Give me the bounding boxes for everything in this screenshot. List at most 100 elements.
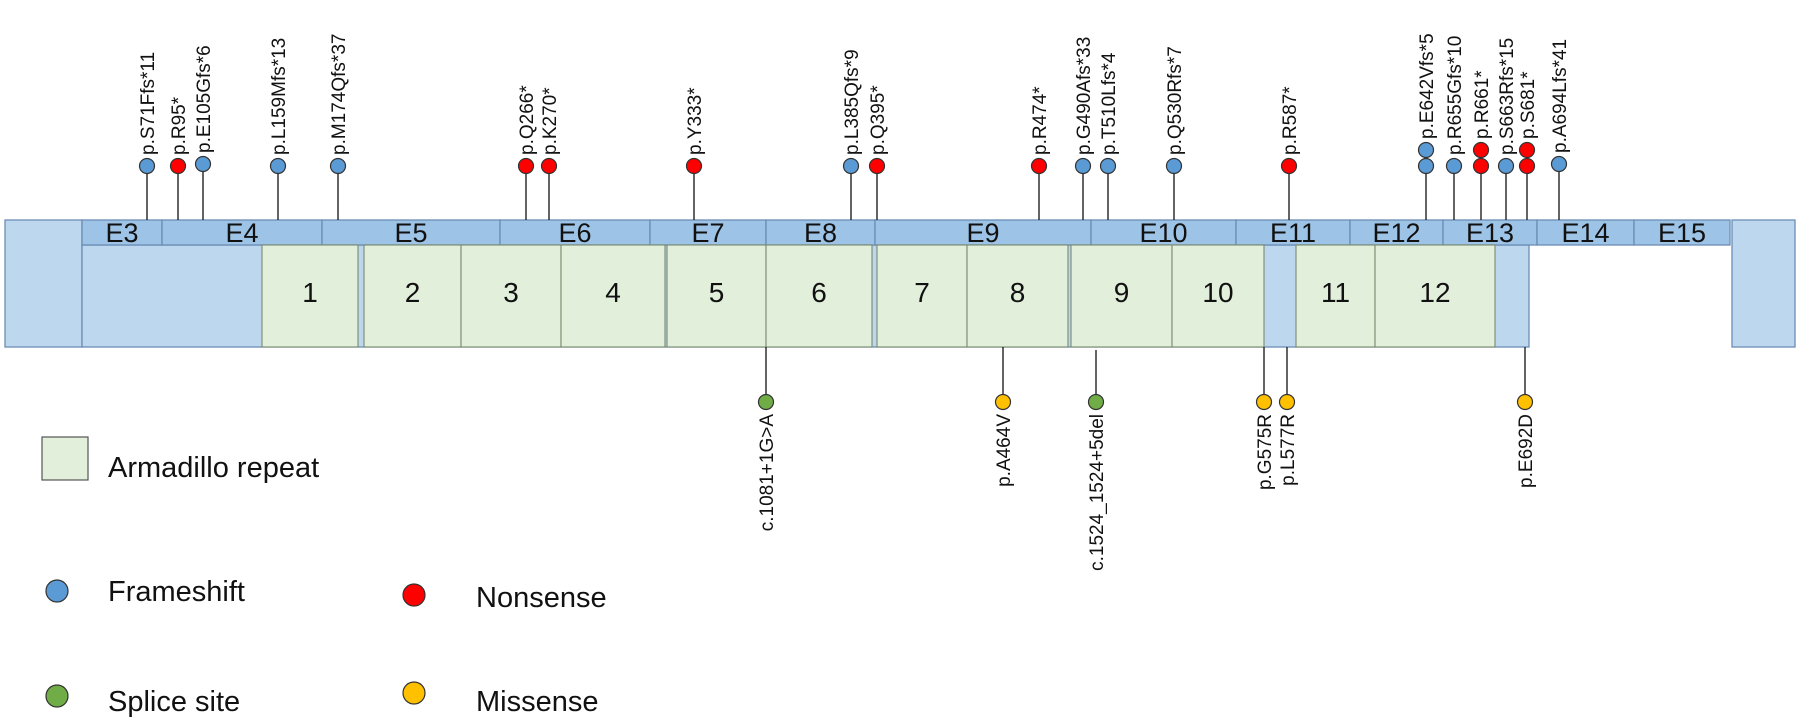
mutation-frameshift-above: p.E105Gfs*6 <box>194 45 215 220</box>
exon-label: E8 <box>804 218 837 248</box>
exon-e8: E8 <box>765 218 876 248</box>
mutation-nonsense-above: p.S681* <box>1518 71 1539 220</box>
repeat-12: 12 <box>1374 244 1496 348</box>
mutation-label: p.E105Gfs*6 <box>194 45 215 153</box>
repeat-7: 7 <box>876 244 968 348</box>
mutation-label: p.T510Lfs*4 <box>1099 52 1120 155</box>
exon-label: E6 <box>558 218 591 248</box>
frameshift-marker <box>1165 157 1183 175</box>
splice-marker <box>757 393 775 411</box>
mutation-label: p.L385Qfs*9 <box>842 49 863 155</box>
repeat-label: 10 <box>1202 277 1233 308</box>
mutation-label: p.K270* <box>540 87 561 155</box>
protein-n-terminal-cap <box>4 219 83 348</box>
repeat-label: 7 <box>914 277 930 308</box>
mutation-label: p.R661* <box>1472 70 1493 139</box>
repeat-box <box>666 244 767 348</box>
legend-missense-label: Missense <box>476 686 599 718</box>
mutation-nonsense-above: p.K270* <box>540 87 561 220</box>
frameshift-marker <box>194 155 212 173</box>
repeat-box <box>261 244 359 348</box>
mutation-label: p.Q395* <box>868 85 889 155</box>
mutation-missense-below: p.L577R <box>1278 347 1299 486</box>
repeat-11: 11 <box>1295 244 1376 348</box>
exon-label: E14 <box>1561 218 1609 248</box>
protein-c-terminal-cap <box>1731 219 1796 348</box>
mutation-label: p.E692D <box>1516 414 1537 488</box>
mutation-label: p.R474* <box>1030 86 1051 155</box>
mutation-label: p.Q266* <box>517 85 538 155</box>
mutation-label: p.E642Vfs*5 <box>1417 33 1438 139</box>
mutation-label: p.G490Afs*33 <box>1074 37 1095 155</box>
exon-e12: E12 <box>1349 218 1444 248</box>
mutation-frameshift-above: p.R655Gfs*10 <box>1445 36 1466 220</box>
mutation-nonsense-above: p.Y333* <box>685 87 706 220</box>
mutation-label: p.Y333* <box>685 87 706 155</box>
mutation-label: c.1524_1524+5del <box>1087 414 1108 571</box>
repeat-8: 8 <box>966 244 1069 348</box>
mutation-frameshift-above: p.A694Lfs*41 <box>1550 39 1571 220</box>
legend-repeat-label: Armadillo repeat <box>108 452 319 484</box>
exon-e3: E3 <box>81 218 163 248</box>
mutation-nonsense-above: p.R474* <box>1030 86 1051 220</box>
exon-box <box>874 219 1092 246</box>
exon-label: E15 <box>1658 218 1706 248</box>
exon-label: E9 <box>966 218 999 248</box>
repeat-label: 9 <box>1114 277 1130 308</box>
nonsense-marker <box>540 157 558 175</box>
repeat-label: 4 <box>605 277 621 308</box>
exon-label: E13 <box>1466 218 1514 248</box>
mutation-label: p.S663Rfs*15 <box>1497 38 1518 155</box>
exon-label: E3 <box>105 218 138 248</box>
repeat-label: 3 <box>503 277 519 308</box>
missense-marker <box>994 393 1012 411</box>
nonsense-marker <box>868 157 886 175</box>
exon-box <box>1633 219 1731 246</box>
repeat-label: 11 <box>1321 277 1350 308</box>
frameshift-marker <box>1074 157 1092 175</box>
frameshift-marker <box>1550 155 1568 173</box>
exon-e15: E15 <box>1633 218 1731 248</box>
exon-e4: E4 <box>161 218 323 248</box>
mutation-label: p.R655Gfs*10 <box>1445 36 1466 155</box>
exon-e14: E14 <box>1536 218 1635 248</box>
mutation-frameshift-above: p.S663Rfs*15 <box>1497 38 1518 220</box>
mutation-label: p.S681* <box>1518 71 1539 139</box>
mutation-label: p.S71Ffs*11 <box>138 52 159 155</box>
repeat-label: 8 <box>1010 277 1026 308</box>
repeat-2: 2 <box>363 244 462 348</box>
mutation-label: p.R587* <box>1280 86 1301 155</box>
legend-frameshift-marker <box>45 579 69 603</box>
repeat-label: 6 <box>811 277 827 308</box>
frameshift-marker <box>269 157 287 175</box>
frameshift-marker-second <box>1417 157 1435 175</box>
exon-label: E7 <box>691 218 724 248</box>
mutation-frameshift-above: p.S71Ffs*11 <box>138 52 159 220</box>
repeat-5: 5 <box>666 244 767 348</box>
splice-marker <box>1087 393 1105 411</box>
mutation-frameshift-above: p.L159Mfs*13 <box>269 38 290 220</box>
repeat-box <box>876 244 968 348</box>
mutation-missense-below: p.G575R <box>1255 347 1276 490</box>
repeat-box <box>1295 244 1376 348</box>
exon-e13: E13 <box>1442 218 1538 248</box>
legend-frameshift-label: Frameshift <box>108 576 245 608</box>
legend: Armadillo repeat Frameshift Nonsense Spl… <box>41 436 607 718</box>
legend-nonsense-marker <box>402 583 426 607</box>
mutation-splice-below: c.1524_1524+5del <box>1087 350 1108 571</box>
repeat-label: 12 <box>1419 277 1450 308</box>
legend-nonsense-label: Nonsense <box>476 582 607 614</box>
mutation-label: p.L577R <box>1278 414 1299 486</box>
mutation-label: p.M174Qfs*37 <box>329 34 350 155</box>
missense-marker <box>1516 393 1534 411</box>
repeat-box <box>1070 244 1173 348</box>
exon-e5: E5 <box>321 218 501 248</box>
mutation-nonsense-above: p.R661* <box>1472 70 1493 220</box>
legend-splice-label: Splice site <box>108 686 240 718</box>
repeat-box <box>966 244 1069 348</box>
exon-box <box>161 219 323 246</box>
